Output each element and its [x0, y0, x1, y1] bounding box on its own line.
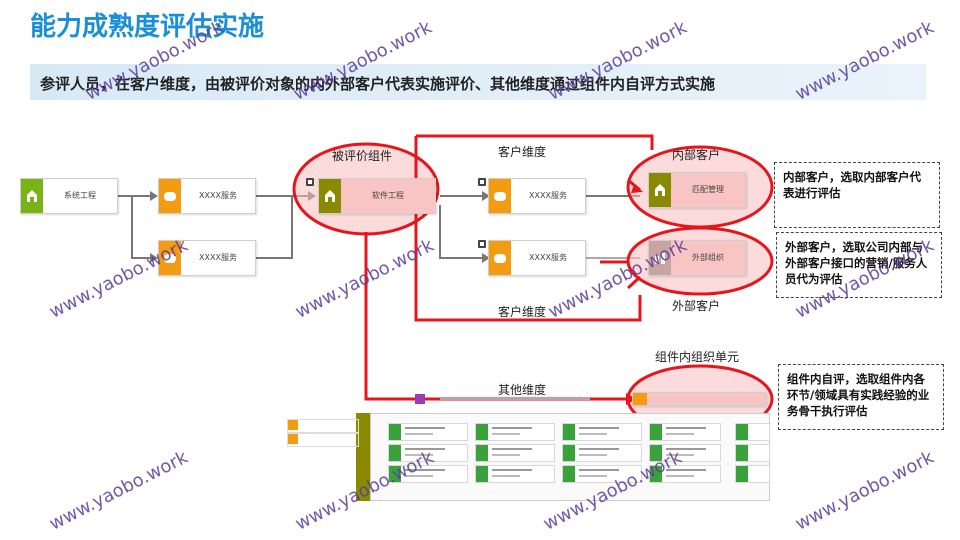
arrowhead — [150, 191, 158, 201]
banner-text: 参评人员，在客户维度，由被评价对象的内外部客户代表实施评价、其他维度通过组件内自… — [40, 75, 716, 93]
label-in-component-unit: 组件内组织单元 — [655, 350, 740, 364]
page-title: 能力成熟度评估实施 — [30, 12, 265, 42]
node-in-component-unit — [632, 392, 766, 406]
red-arrowhead — [626, 393, 636, 405]
arrowhead — [150, 253, 158, 263]
component-icon — [306, 178, 314, 186]
note-external-customer: 外部客户，选取公司内部与外部客户接口的营销/服务人员代为评估 — [776, 232, 942, 298]
note-internal-customer: 内部客户，选取内部客户代表进行评估 — [774, 162, 940, 228]
label-external-customer: 外部客户 — [672, 299, 721, 313]
house-icon — [655, 184, 665, 196]
arrow-to-external — [626, 275, 642, 290]
house-icon — [325, 190, 335, 202]
edge-svc2-to-software — [256, 196, 293, 259]
arrowhead — [482, 253, 490, 263]
label-customer-dim-bottom: 客户维度 — [498, 305, 547, 319]
node-system-eng: 系统工程 — [20, 178, 118, 214]
edge-system-to-svc2 — [131, 196, 150, 259]
service-icon — [164, 254, 176, 263]
edge-software-to-svc4 — [439, 205, 482, 259]
node-label: 匹配管理 — [692, 185, 724, 194]
node-label: 外部组织 — [692, 253, 724, 262]
label-customer-dim-top: 客户维度 — [498, 145, 547, 159]
note-self-assessment: 组件内自评，选取组件内各环节/领域具有实践经验的业务骨干执行评估 — [778, 364, 944, 430]
summary-banner: 参评人员，在客户维度，由被评价对象的内外部客户代表实施评价、其他维度通过组件内自… — [30, 64, 926, 100]
node-label: XXXX服务 — [529, 191, 567, 200]
node-svc4: XXXX服务 — [488, 240, 586, 276]
red-arrowhead — [631, 184, 643, 193]
label-evaluated-component: 被评价组件 — [332, 149, 393, 163]
house-icon — [27, 190, 37, 202]
component-icon — [478, 178, 486, 186]
node-svc2: XXXX服务 — [158, 240, 256, 276]
node-label: 系统工程 — [64, 191, 96, 200]
node-label: 软件工程 — [372, 191, 404, 200]
node-label: XXXX服务 — [529, 253, 567, 262]
arrowhead — [482, 191, 490, 201]
component-icon — [478, 240, 486, 248]
label-internal-customer: 内部客户 — [672, 148, 721, 162]
node-label: XXXX服务 — [199, 191, 237, 200]
node-label: XXXX服务 — [199, 253, 237, 262]
group-icon — [655, 253, 665, 264]
node-match-mgmt: 匹配管理 — [648, 172, 746, 208]
node-svc1: XXXX服务 — [158, 178, 256, 214]
node-software-eng: 软件工程 — [318, 178, 436, 214]
node-svc3: XXXX服务 — [488, 178, 586, 214]
label-other-dim: 其他维度 — [498, 383, 547, 397]
service-icon — [494, 192, 506, 201]
node-external-org: 外部组织 — [648, 240, 746, 276]
customer-dim-box — [414, 134, 654, 322]
service-icon — [494, 254, 506, 263]
service-icon — [164, 192, 176, 201]
